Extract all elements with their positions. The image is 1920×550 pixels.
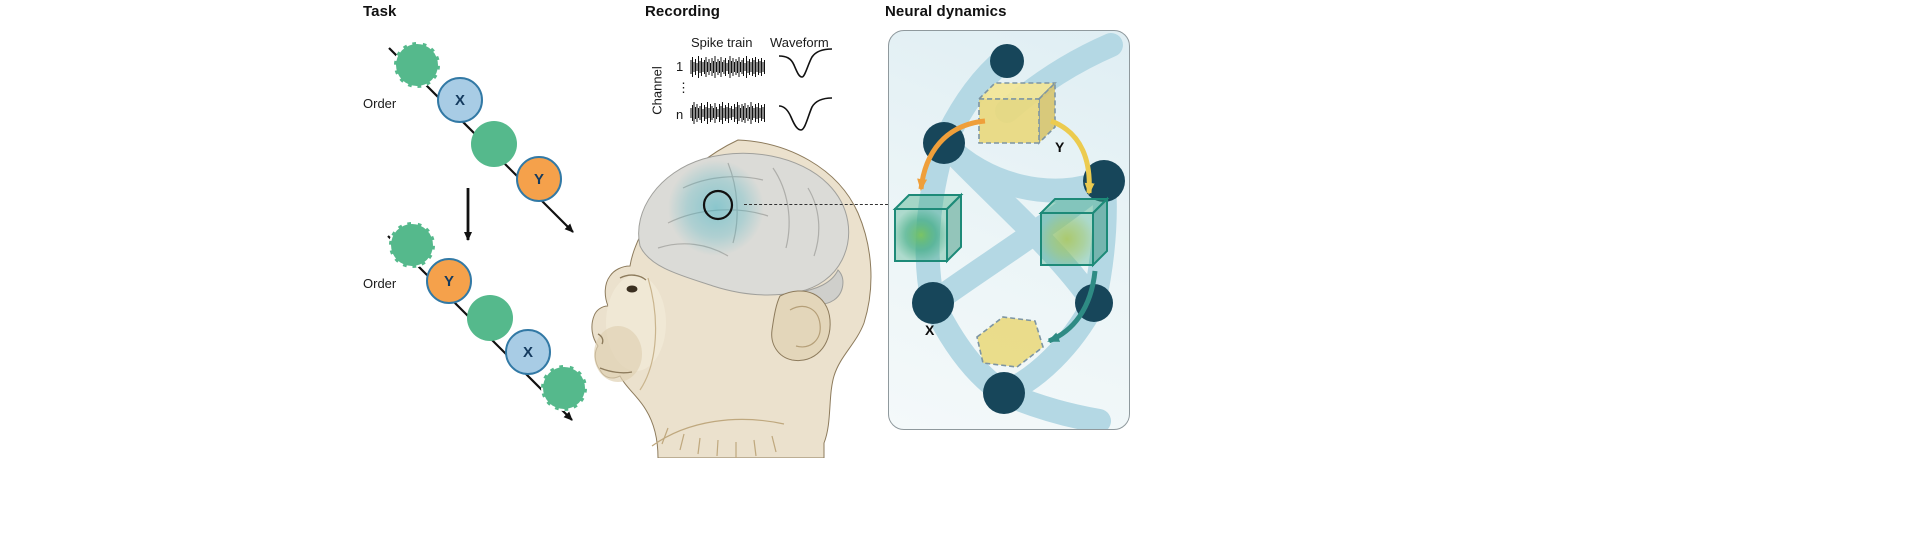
- orange-transition-arrow: [917, 118, 986, 191]
- waveform-column-label: Waveform: [770, 35, 829, 50]
- neural-network-graphic: [892, 33, 1125, 429]
- sequence1-order-label: Order: [363, 96, 397, 111]
- monkey-ear: [771, 290, 831, 362]
- recording-panel-title: Recording: [645, 3, 721, 20]
- seq1-item-y-circle: Y: [516, 156, 562, 202]
- seq2-distractor-circle-2: [541, 365, 587, 411]
- green-cube-left: [892, 192, 964, 264]
- monkey-muzzle-shading: [594, 326, 642, 382]
- waveform-plot-channel-n: [778, 97, 833, 131]
- seq2-filler-circle: [467, 295, 513, 341]
- monkey-nostril: [597, 333, 604, 345]
- seq1-distractor-circle: [394, 42, 440, 88]
- monkey-eye: [626, 285, 638, 293]
- seq1-filler-circle: [471, 121, 517, 167]
- green-cube-right: [1038, 196, 1110, 268]
- seq2-item-y-circle: Y: [426, 258, 472, 304]
- monkey-mouth-line: [599, 367, 633, 374]
- recording-site-connector-line: [744, 204, 888, 205]
- recording-site-marker: [702, 189, 734, 221]
- spike-train-column-label: Spike train: [691, 35, 753, 50]
- channel-axis-label: Channel: [649, 66, 665, 115]
- neural-dynamics-panel-title: Neural dynamics: [885, 3, 1007, 20]
- seq2-distractor-circle-1: [389, 222, 435, 268]
- yellow-transition-arrow: [1050, 118, 1095, 195]
- sequence2-order-label: Order: [363, 276, 397, 291]
- seq1-item-y-label: Y: [533, 170, 544, 188]
- seq1-item-x-circle: X: [437, 77, 483, 123]
- spike-train-plot-channel-n: [690, 102, 765, 124]
- channel-tick-n: n: [676, 107, 684, 122]
- monkey-ear-inner: [789, 305, 821, 348]
- state-x-label: X: [925, 322, 935, 338]
- state-y-label: Y: [1055, 139, 1065, 155]
- seq2-item-x-label: X: [522, 343, 533, 361]
- monkey-brow-line: [619, 274, 647, 281]
- monkey-cheek-line: [639, 277, 657, 391]
- yellow-cube-top: [977, 81, 1057, 145]
- task-panel-title: Task: [363, 3, 397, 20]
- seq1-item-x-label: X: [454, 91, 465, 109]
- channel-ellipsis: ⋮: [677, 80, 691, 95]
- neural-dynamics-panel: Y X: [888, 30, 1130, 430]
- fur-strokes: [651, 418, 785, 458]
- waveform-plot-channel-1: [778, 48, 833, 78]
- prefrontal-highlight-glow: [668, 160, 764, 256]
- seq2-item-x-circle: X: [505, 329, 551, 375]
- yellow-cube-bottom: [976, 316, 1044, 368]
- teal-transition-arrow: [1047, 270, 1098, 344]
- monkey-head-illustration: [591, 139, 872, 458]
- spike-train-plot-channel-1: [690, 56, 765, 78]
- channel-tick-1: 1: [676, 59, 684, 74]
- seq2-item-y-label: Y: [443, 272, 454, 290]
